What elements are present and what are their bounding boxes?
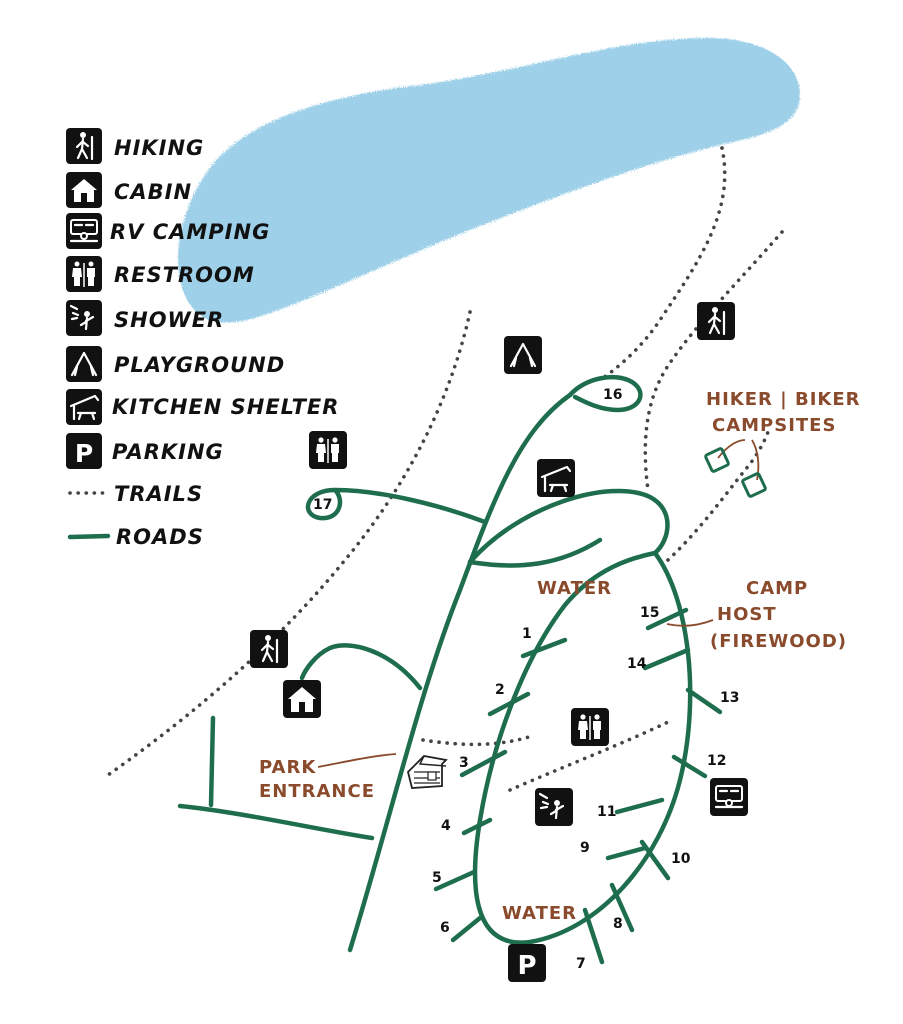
kitchen-shelter-icon <box>537 459 575 497</box>
camp-host-label-line3: (FIREWOOD) <box>710 631 847 652</box>
site-number: 2 <box>495 682 505 698</box>
legend-item-parking: P PARKING <box>66 433 224 469</box>
site-number: 10 <box>671 851 691 867</box>
legend-item-hiking: HIKING <box>66 128 204 164</box>
hiking-icon <box>66 128 102 164</box>
site-number: 5 <box>432 870 442 886</box>
kitchen-shelter-icon <box>66 389 102 425</box>
site-number: 15 <box>640 605 659 621</box>
legend-label: RV CAMPING <box>110 220 270 244</box>
rv-camping-icon <box>710 778 748 816</box>
playground-icon <box>504 336 542 374</box>
site-number: 13 <box>720 690 739 706</box>
cabin-icon <box>66 172 102 208</box>
playground-icon <box>66 346 102 382</box>
park-entrance-building-icon <box>407 755 448 789</box>
parking-letter: P <box>75 439 93 468</box>
hiker-biker-label-line1: HIKER | BIKER <box>706 389 861 410</box>
hiking-icon <box>250 630 288 668</box>
rv-camping-icon <box>66 213 102 249</box>
legend-label: PARKING <box>112 440 224 464</box>
hiker-biker-label-line2: CAMPSITES <box>712 415 836 436</box>
legend-label: PLAYGROUND <box>114 353 285 377</box>
legend: HIKING CABIN RV CAMPING <box>66 128 339 549</box>
site-number: 1 <box>522 626 532 642</box>
camp-host-label-line1: CAMP <box>746 578 808 599</box>
legend-label: KITCHEN SHELTER <box>112 395 339 419</box>
site-number: 16 <box>603 387 622 403</box>
parking-letter: P <box>517 951 536 981</box>
water-label-bottom: WATER <box>502 903 577 924</box>
park-entrance-label-line1: PARK <box>259 757 316 778</box>
restroom-icon <box>309 431 347 469</box>
restroom-icon <box>571 708 609 746</box>
roads <box>177 374 723 965</box>
legend-item-cabin: CABIN <box>66 172 192 208</box>
shower-icon <box>535 788 573 826</box>
legend-item-restroom: RESTROOM <box>66 256 255 292</box>
legend-label: CABIN <box>114 180 192 204</box>
legend-item-roads: ROADS <box>67 525 204 549</box>
legend-item-kitchen-shelter: KITCHEN SHELTER <box>66 389 339 425</box>
park-entrance-label-line2: ENTRANCE <box>259 781 375 802</box>
water-label-top: WATER <box>537 578 612 599</box>
shower-icon <box>66 300 102 336</box>
annotation-lines <box>317 439 760 768</box>
legend-label: ROADS <box>116 525 204 549</box>
legend-label: RESTROOM <box>114 263 255 287</box>
hiking-icon <box>697 302 735 340</box>
cabin-icon <box>283 680 321 718</box>
camp-host-label-line2: HOST <box>717 604 777 625</box>
legend-label: TRAILS <box>114 482 203 506</box>
restroom-icon <box>66 256 102 292</box>
site-number: 11 <box>597 804 616 820</box>
site-number: 17 <box>313 497 332 513</box>
parking-icon: P <box>508 944 546 982</box>
site-number: 9 <box>580 840 590 856</box>
site-number: 3 <box>459 755 469 771</box>
legend-item-rv-camping: RV CAMPING <box>66 213 270 249</box>
legend-label: HIKING <box>114 136 204 160</box>
site-number: 12 <box>707 753 726 769</box>
lake <box>177 37 800 323</box>
site-number: 8 <box>613 916 623 932</box>
legend-label: SHOWER <box>114 308 224 332</box>
site-number: 14 <box>627 656 647 672</box>
trails <box>106 146 784 792</box>
legend-item-shower: SHOWER <box>66 300 224 336</box>
roads-line <box>67 533 111 540</box>
site-numbers: 1 2 3 4 5 6 7 8 9 10 11 12 13 14 15 16 1… <box>313 387 739 972</box>
legend-item-trails: TRAILS <box>68 482 203 506</box>
site-number: 7 <box>576 956 586 972</box>
legend-item-playground: PLAYGROUND <box>66 346 285 382</box>
site-number: 6 <box>440 920 450 936</box>
site-number: 4 <box>441 818 451 834</box>
hiker-biker-campsites <box>704 447 767 498</box>
parking-icon: P <box>66 433 102 469</box>
